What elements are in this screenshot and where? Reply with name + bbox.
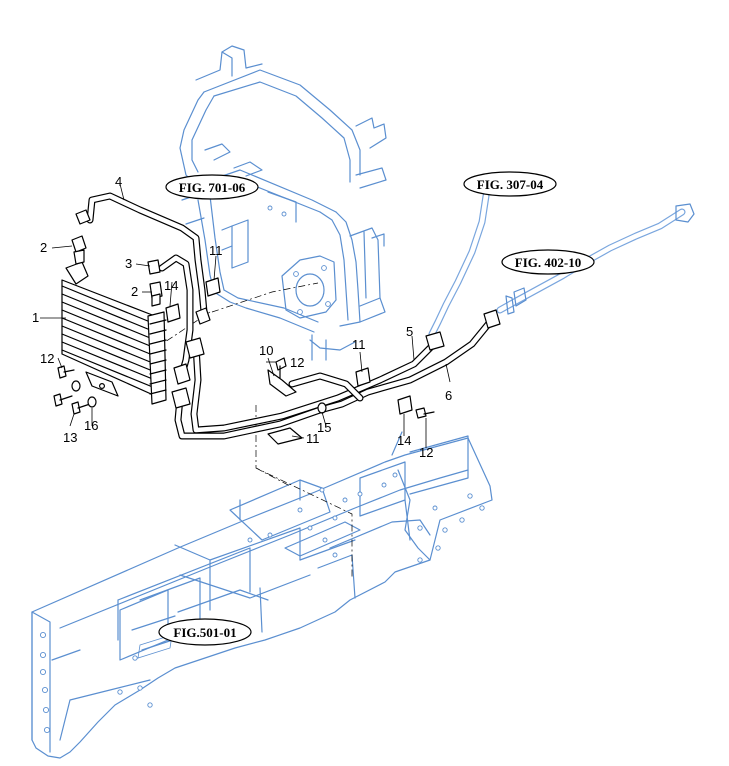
callout-4: 4 [115,174,122,189]
bolts [53,357,435,419]
callout-11: 11 [352,337,366,352]
ref-label: FIG. 402-10 [515,255,581,270]
pipe-4 [86,192,208,316]
figure-reference-307-04[interactable]: FIG. 307-04 [463,171,557,197]
figure-reference-701-06[interactable]: FIG. 701-06 [165,174,259,200]
oil-cooler [61,261,167,405]
leader-lines [40,183,451,448]
ref-label: FIG. 307-04 [477,177,544,192]
callout-14: 14 [397,433,411,448]
callout-3: 3 [125,256,132,271]
callout-11: 11 [306,431,320,446]
hose-307-04 [428,192,490,338]
callout-16: 16 [84,418,98,433]
connector-2-upper [71,235,87,265]
connector-3 [147,259,161,275]
connector-2-lower [149,281,163,307]
clamps [165,277,413,445]
callout-12: 12 [290,355,304,370]
callout-11: 11 [209,243,223,258]
callout-13: 13 [63,430,77,445]
support-frame [179,45,387,361]
callout-2: 2 [40,240,47,255]
callout-1: 1 [32,310,39,325]
figure-reference-501-01[interactable]: FIG.501-01 [158,618,252,646]
pipe-6 [174,318,494,440]
callout-10: 10 [259,343,273,358]
chassis-frame [31,431,493,759]
callout-2: 2 [131,284,138,299]
figure-reference-402-10[interactable]: FIG. 402-10 [501,249,595,275]
washers [71,380,327,414]
callout-14: 14 [164,278,178,293]
pipe-end-nuts [75,209,501,409]
callout-numbers: 4 2 1 3 2 14 11 12 13 16 5 6 10 12 11 15… [32,174,452,460]
ref-label: FIG. 701-06 [179,180,246,195]
alignment-lines [161,282,353,578]
callout-6: 6 [445,388,452,403]
callout-12: 12 [40,351,54,366]
pipe-5 [190,342,436,434]
callout-5: 5 [406,324,413,339]
ref-label: FIG.501-01 [173,625,236,640]
callout-15: 15 [317,420,331,435]
callout-12: 12 [419,445,433,460]
pipe-3 [158,254,194,378]
